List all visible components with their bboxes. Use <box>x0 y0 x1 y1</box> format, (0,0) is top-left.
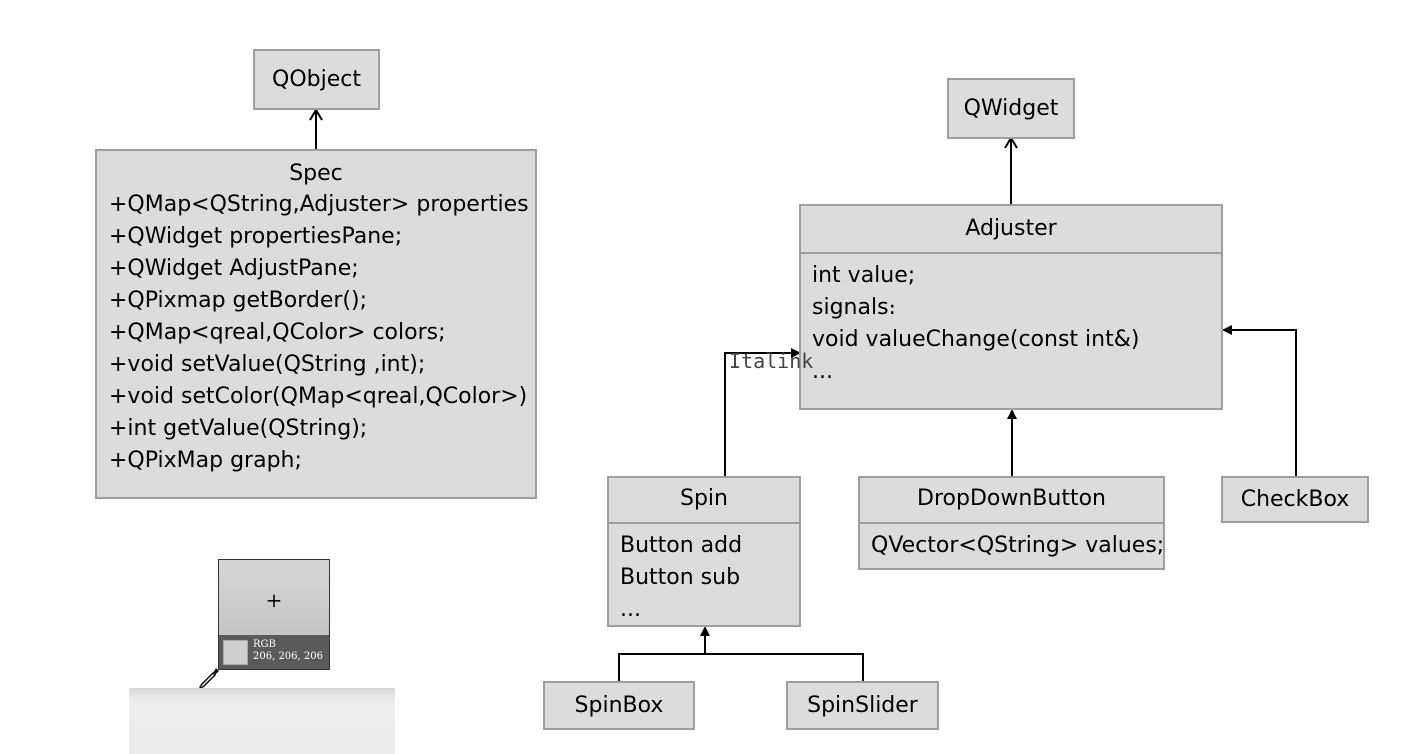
adjuster-qwidget-edge <box>1004 136 1018 206</box>
color-picker-magnifier: + RGB 206, 206, 206 <box>218 559 330 670</box>
color-readout: RGB 206, 206, 206 <box>253 639 323 663</box>
dropdown-adjuster-edge <box>1007 409 1017 477</box>
spec-member: +QPixmap getBorder(); <box>109 288 367 313</box>
spinslider-class: SpinSlider <box>786 681 939 730</box>
adjuster-member: void valueChange(const int&) <box>812 327 1140 352</box>
background-panel <box>129 688 395 754</box>
adjuster-class: Adjuster int value; signals։ void valueC… <box>799 204 1223 410</box>
adjuster-title: Adjuster <box>965 216 1057 241</box>
spin-member: Button sub <box>620 565 741 590</box>
color-swatch <box>223 640 248 665</box>
adjuster-members: int value; signals։ void valueChange(con… <box>812 260 1139 388</box>
spin-member: ... <box>620 597 641 622</box>
adjuster-divider <box>801 252 1221 254</box>
spin-member: Button add <box>620 533 743 558</box>
color-mode-label: RGB <box>253 639 276 650</box>
spec-members: +QMap<QString,Adjuster> properties +QWid… <box>109 189 529 477</box>
dropdown-members: QVector<QString> values; <box>871 530 1164 562</box>
watermark-text: Italink <box>729 349 814 373</box>
spin-class: Spin Button add Button sub ... <box>607 476 801 627</box>
spin-members: Button add Button sub ... <box>620 530 742 626</box>
spinbox-class: SpinBox <box>543 681 695 730</box>
spec-member: +QMap<qreal,QColor> colors; <box>109 320 446 345</box>
spec-member: +QMap<QString,Adjuster> properties <box>109 192 529 217</box>
dropdown-member: QVector<QString> values; <box>871 533 1165 558</box>
qobject-title: QObject <box>272 67 361 92</box>
checkbox-class: CheckBox <box>1221 476 1369 523</box>
spec-class: Spec +QMap<QString,Adjuster> properties … <box>95 149 537 499</box>
qwidget-title: QWidget <box>963 96 1059 121</box>
color-readout-bar: RGB 206, 206, 206 <box>219 635 329 669</box>
adjuster-member: ... <box>812 359 833 384</box>
spin-title: Spin <box>680 486 728 511</box>
spec-qobject-edge <box>309 108 323 150</box>
color-value: 206, 206, 206 <box>253 651 323 662</box>
spinbox-title: SpinBox <box>574 693 664 718</box>
spec-member: +QWidget AdjustPane; <box>109 256 359 281</box>
qobject-class: QObject <box>253 49 380 110</box>
spec-member: +QPixMap graph; <box>109 448 302 473</box>
spec-title: Spec <box>289 161 343 186</box>
checkbox-title: CheckBox <box>1240 487 1350 512</box>
spinslider-title: SpinSlider <box>807 693 918 718</box>
checkbox-adjuster-edge <box>1222 325 1297 477</box>
spin-children-edge <box>618 626 864 682</box>
spin-divider <box>609 522 799 524</box>
adjuster-member: signals։ <box>812 295 896 320</box>
spec-member: +void setColor(QMap<qreal,QColor>) <box>109 384 528 409</box>
qwidget-class: QWidget <box>947 78 1075 139</box>
crosshair-icon: + <box>265 588 283 612</box>
spec-member: +int getValue(QString); <box>109 416 368 441</box>
dropdown-button-class: DropDownButton QVector<QString> values; <box>858 476 1165 570</box>
dropdown-title: DropDownButton <box>917 486 1106 511</box>
dropdown-divider <box>860 522 1163 524</box>
adjuster-member: int value; <box>812 263 916 288</box>
spec-member: +void setValue(QString ,int); <box>109 352 426 377</box>
spin-adjuster-edge <box>724 348 801 477</box>
spec-member: +QWidget propertiesPane; <box>109 224 403 249</box>
